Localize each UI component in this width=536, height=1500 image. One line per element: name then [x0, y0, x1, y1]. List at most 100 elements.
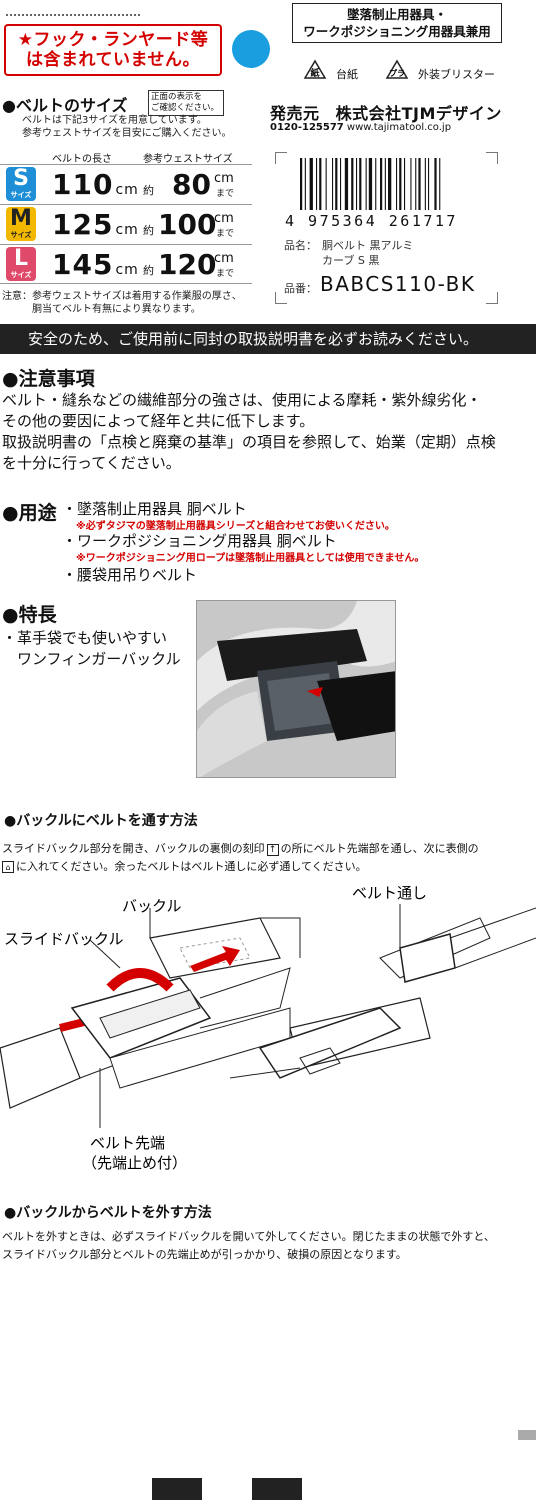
barcode-bar: [340, 158, 342, 210]
barcode-corner: [275, 152, 287, 164]
buckle-thread-desc: スライドバックル部分を開き、バックルの裏側の刻印↑の所にベルト先端部を通し、次に…: [2, 840, 532, 876]
seller-label: 発売元: [270, 104, 320, 123]
feature-text: ・革手袋でも使いやすい ワンフィンガーバックル: [2, 628, 181, 670]
belt-tip: [0, 1027, 81, 1109]
size-subtitle: ベルトは下記3サイズを用意しています。 参考ウェストサイズを目安にご購入ください…: [22, 114, 232, 140]
barcode-bar: [424, 158, 426, 210]
barcode-bar: [428, 158, 430, 210]
feature-line-2: ワンフィンガーバックル: [2, 650, 181, 668]
warning-line-2: は含まれていません。: [26, 50, 200, 70]
label-belt-tip: ベルト先端: [90, 1134, 165, 1152]
buckle-photo-illustration: [197, 601, 395, 777]
product-name: 胴ベルト 黒アルミ カーブ S 黒: [322, 238, 413, 268]
size-foot-line-1: 注意：参考ウェストサイズは着用する作業服の厚さ、: [2, 291, 242, 302]
red-arrow: [190, 946, 240, 972]
barcode-bar: [434, 158, 437, 210]
barcode-bar: [300, 158, 303, 210]
warning-stamp: ★フック・ランヤード等 は含まれていません。: [4, 24, 222, 76]
barcode-bar: [384, 158, 386, 210]
waist-unit: cm: [214, 251, 234, 266]
barcode-bar: [396, 158, 398, 210]
waist-value-m: 100: [158, 208, 217, 241]
label-slide-buckle: スライドバックル: [4, 930, 124, 948]
blue-dot-mark: [232, 30, 270, 68]
barcode-bar: [351, 158, 354, 210]
barcode-bar: [380, 158, 383, 210]
size-footnote: 注意：参考ウェストサイズは着用する作業服の厚さ、 胴当てベルト有無により異なりま…: [2, 290, 242, 316]
paper-mark-text: 紙: [310, 67, 319, 79]
waist-value-l: 120: [158, 248, 217, 281]
website-url: www.tajimatool.co.jp: [346, 122, 452, 133]
category-box: 墜落制止用器具・ ワークポジショニング用器具兼用: [292, 3, 502, 43]
closed-buckle: [258, 1007, 402, 1079]
plastic-recycle-icon: プラ: [385, 59, 409, 79]
barcode-corner: [486, 292, 498, 304]
approx-label: 約: [143, 184, 154, 197]
size-badge-m: M サイズ: [6, 207, 36, 241]
barcode-bar: [304, 158, 306, 210]
size-title: ●ベルトのサイズ: [2, 96, 128, 115]
seller-line: 発売元 株式会社TJMデザイン: [270, 100, 502, 124]
barcode-bar: [368, 158, 373, 210]
paper-label: 台紙: [336, 68, 358, 81]
size-row-m: [0, 204, 252, 244]
product-name-label: 品名：: [284, 239, 317, 252]
size-word: サイズ: [10, 191, 32, 199]
thread-line-2: に入れてください。余ったベルトはベルト通しに必ず通してください。: [16, 860, 367, 873]
barcode-bar: [309, 158, 313, 210]
thread-line-1b: の所にベルト先端部を通し、次に表側の: [280, 842, 479, 855]
black-tab: [152, 1478, 202, 1500]
barcode-bar: [388, 158, 392, 210]
house-icon: ⌂: [2, 861, 14, 873]
size-note-line-1: 正面の表示を: [151, 92, 203, 102]
gray-marker: [518, 1430, 536, 1440]
feature-title: ●特長: [2, 604, 57, 626]
waist-made: まで: [216, 269, 235, 279]
barcode-bar: [365, 158, 367, 210]
use-note-2: ※ワークポジショニング用ロープは墜落制止用器具としては使用できません。: [76, 553, 425, 564]
buckle-photo: [196, 600, 396, 778]
caution-line-1: ベルト・縫糸などの繊維部分の強さは、使用による摩耗・紫外線劣化・: [2, 391, 482, 409]
buckle-thread-title: ●バックルにベルトを通す方法: [4, 813, 198, 829]
seller-name: 株式会社TJMデザイン: [335, 104, 502, 123]
barcode-bar: [399, 158, 402, 210]
waist-made: まで: [216, 189, 235, 199]
barcode-bar: [439, 158, 441, 210]
size-letter: M: [10, 206, 32, 231]
buckle-remove-title: ●バックルからベルトを外す方法: [4, 1205, 212, 1221]
approx-label: 約: [143, 264, 154, 277]
waist-unit: cm: [214, 171, 234, 186]
remove-line-2: スライドバックル部分とベルトの先端止めが引っかかり、破損の原因となります。: [2, 1248, 407, 1261]
size-letter: S: [13, 166, 29, 191]
barcode-bar: [325, 158, 327, 210]
waist-made: まで: [216, 229, 235, 239]
caution-body: ベルト・縫糸などの繊維部分の強さは、使用による摩耗・紫外線劣化・ その他の要因に…: [2, 390, 532, 474]
barcode-number: 4 975364 261717: [285, 212, 458, 230]
barcode-bar: [356, 158, 358, 210]
barcode-bar: [375, 158, 377, 210]
barcode-corner: [486, 152, 498, 164]
barcode-bar: [344, 158, 349, 210]
use-item-2: ・ワークポジショニング用器具 胴ベルト: [62, 532, 337, 550]
size-header-length: ベルトの長さ: [52, 154, 112, 165]
caution-line-2: その他の要因によって経年と共に低下します。: [2, 412, 315, 430]
label-buckle: バックル: [122, 897, 182, 915]
caution-line-3: 取扱説明書の「点検と廃棄の基準」の項目を参照して、始業（定期）点検: [2, 433, 496, 451]
barcode-bars: [300, 158, 441, 210]
safety-banner: 安全のため、ご使用前に同封の取扱説明書を必ずお読みください。: [0, 324, 536, 354]
buckle-diagram: バックル スライドバックル ベルト通し ベルト先端 （先端止め付）: [0, 884, 536, 1172]
belt-loop: [399, 933, 456, 983]
remove-line-1: ベルトを外すときは、必ずスライドバックルを開いて外してください。閉じたままの状態…: [2, 1230, 495, 1243]
size-badge-s: S サイズ: [6, 167, 36, 201]
category-line-2: ワークポジショニング用器具兼用: [303, 24, 491, 39]
length-value: 145: [52, 248, 114, 281]
size-word: サイズ: [10, 271, 32, 279]
barcode-bar: [415, 158, 417, 210]
size-sub-line-1: ベルトは下記3サイズを用意しています。: [22, 115, 207, 126]
caution-title: ●注意事項: [2, 368, 95, 390]
red-rotation-arrow: [106, 968, 174, 992]
barcode-bar: [410, 158, 412, 210]
dotted-divider: [6, 14, 140, 16]
